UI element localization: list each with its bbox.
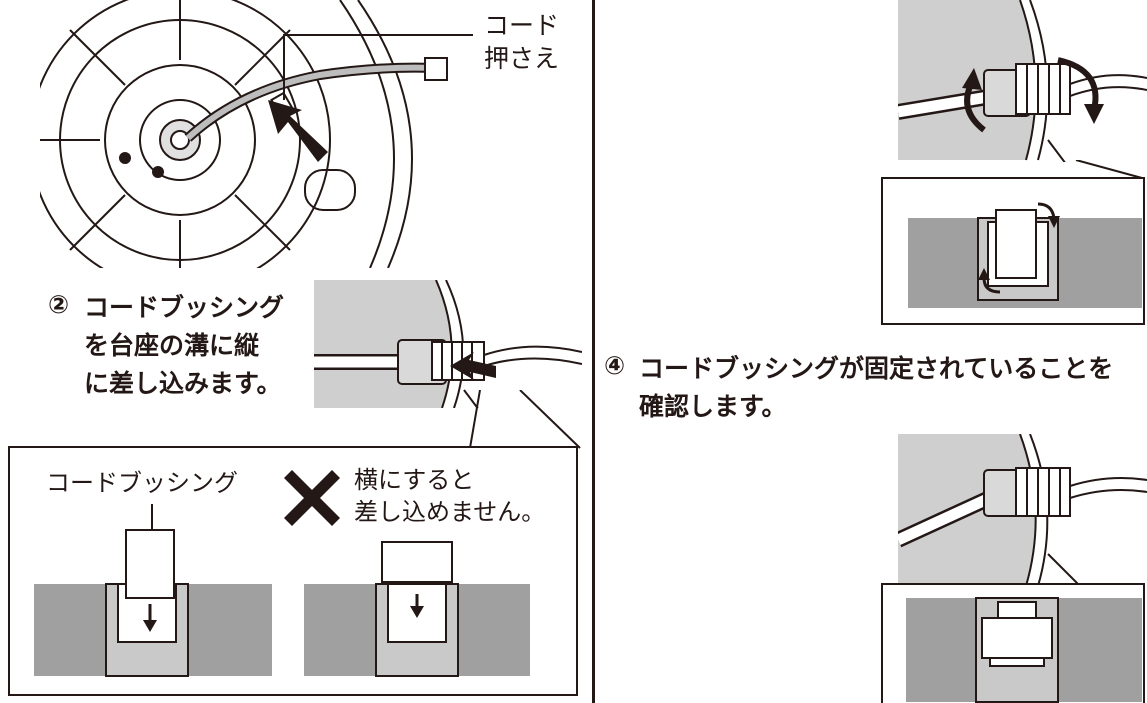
warning-line1: 横にすると: [354, 466, 475, 494]
cord-retainer-leader-line: [283, 34, 473, 36]
step4-number: ④: [604, 351, 626, 380]
inset-bushing-label: コードブッシング: [46, 469, 238, 497]
fixed-inset-diagram: [881, 583, 1145, 703]
step2-text: コードブッシング を台座の溝に縦 に差し込みます。: [84, 289, 284, 403]
horizontal-insertion-diagram: [304, 541, 530, 677]
step2-line2: を台座の溝に縦: [84, 331, 260, 360]
warning-text: 横にすると 差し込めません。: [354, 464, 545, 528]
cord-retainer-label: コード 押さえ: [484, 10, 559, 75]
cross-mark-icon: [284, 470, 340, 526]
step2-line1: コードブッシング: [84, 293, 285, 322]
step4-line1: コードブッシングが固定されていることを: [639, 354, 1114, 383]
vertical-insertion-diagram: [34, 504, 272, 677]
bushing-rotate-illustration: [898, 0, 1147, 162]
callout-connector: [469, 390, 581, 449]
warning-line2: 差し込めません。: [354, 498, 546, 526]
reel-base-illustration: [40, 0, 448, 268]
cord-retainer-label-line2: 押さえ: [484, 43, 560, 73]
step4-text: コードブッシングが固定されていることを 確認します。: [639, 350, 1113, 426]
rotate-inset-diagram: [881, 160, 1145, 325]
column-divider: [592, 0, 595, 703]
step2-number: ②: [48, 290, 70, 319]
cord-retainer-leader-drop: [283, 34, 285, 100]
step4-line2: 確認します。: [639, 392, 787, 421]
bushing-insert-illustration: [314, 280, 582, 408]
cord-retainer-label-line1: コード: [484, 11, 560, 40]
bushing-fixed-illustration: [898, 434, 1147, 586]
step2-line3: に差し込みます。: [84, 369, 282, 398]
